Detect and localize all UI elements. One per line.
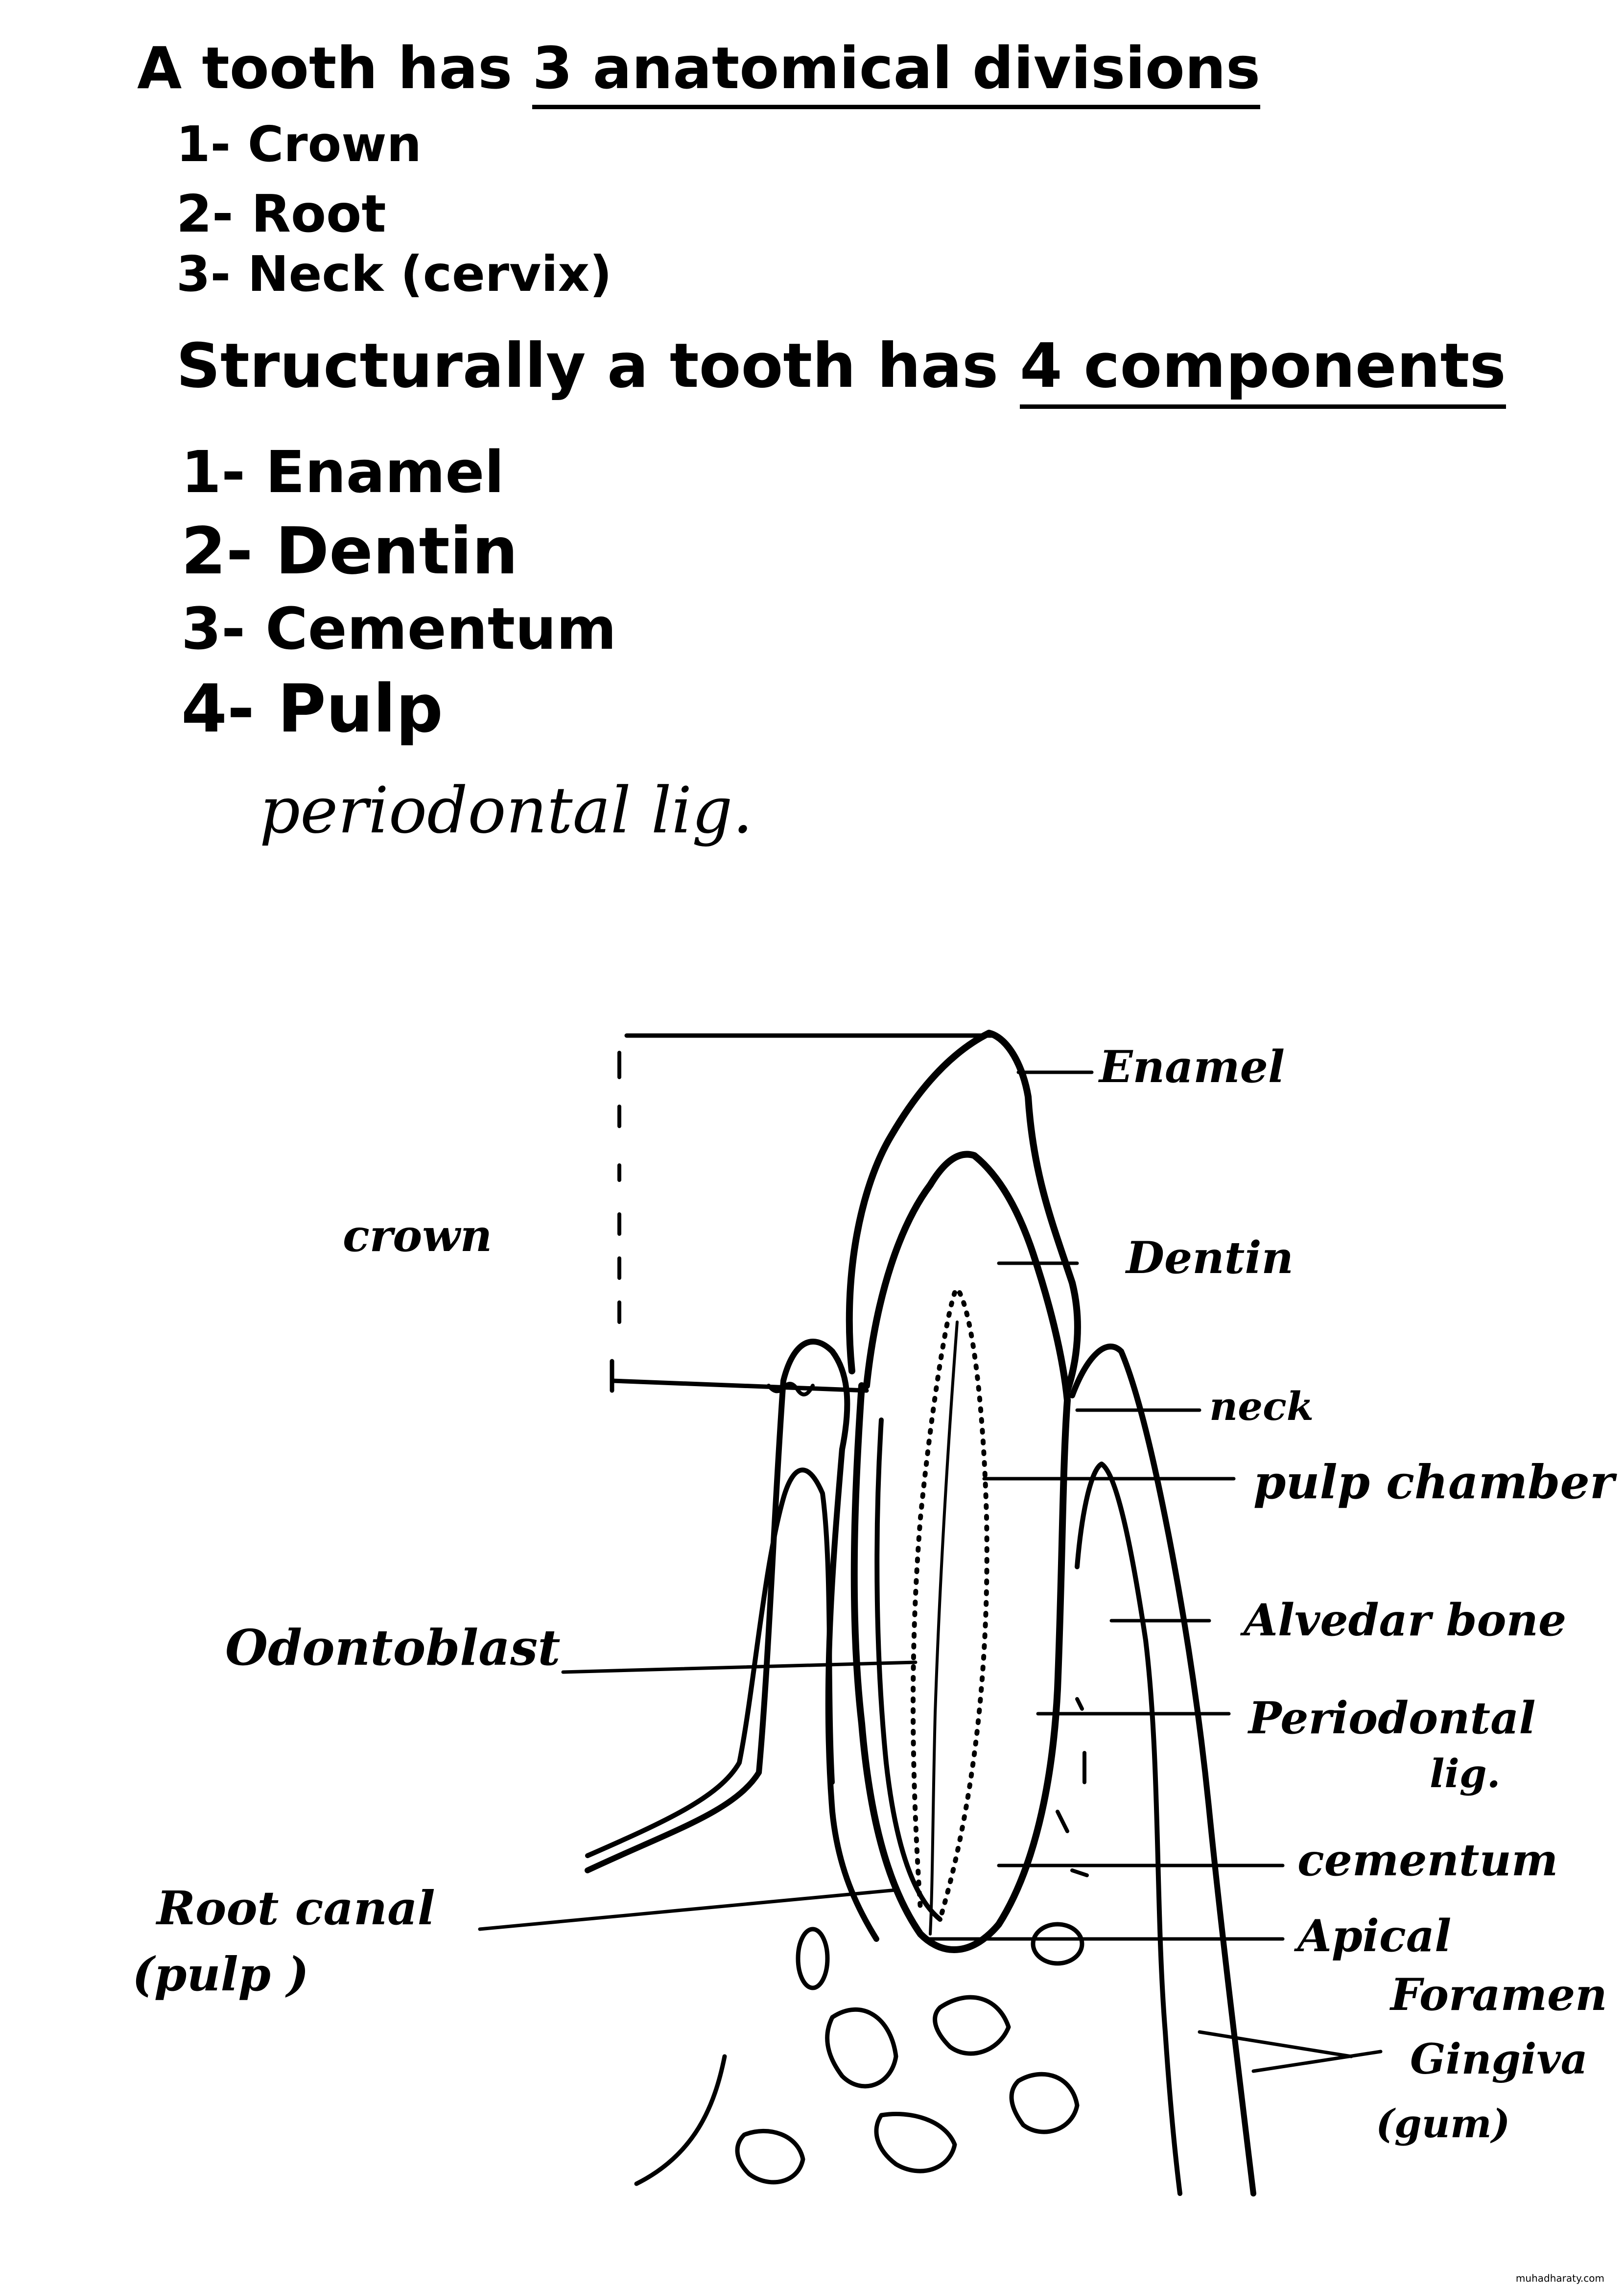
left-gingiva: [585, 1339, 879, 1942]
heading-prefix: A tooth has: [137, 34, 513, 102]
label-pulp-chamber: pulp chamber: [1253, 1455, 1617, 1510]
left-gum-edge: [767, 1382, 815, 1396]
label-odontoblast: Odontoblast: [225, 1619, 561, 1676]
label-crown: crown: [343, 1210, 492, 1262]
pulp-cavity: [911, 1290, 989, 1922]
label-apical-foramen-2: Foramen: [1389, 1969, 1607, 2021]
label-gingiva-2: (gum): [1376, 2101, 1510, 2147]
root-inner-outline: [874, 1417, 942, 1922]
label-neck: neck: [1209, 1383, 1314, 1429]
bone-trabeculae: [634, 1922, 1084, 2186]
component-item-cementum: 3- Cementum: [181, 595, 617, 662]
label-root-canal-2: (pulp ): [132, 1947, 309, 2002]
label-alveolar-bone: Alvedar bone: [1240, 1594, 1566, 1646]
right-alveolar-bone: [1075, 1462, 1182, 2196]
division-item-neck: 3- Neck (cervix): [176, 245, 612, 303]
heading-structural-components: Structurally a tooth has 4 components: [176, 331, 1506, 409]
root-outline: [850, 1382, 1071, 1953]
label-root-canal-1: Root canal: [155, 1881, 435, 1936]
pulp-cavity-inner: [929, 1321, 959, 1936]
label-gingiva-1: Gingiva: [1410, 2035, 1588, 2084]
component-item-enamel: 1- Enamel: [181, 438, 504, 506]
component-item-dentin: 2- Dentin: [181, 514, 518, 589]
label-periodontal-lig-2: lig.: [1430, 1750, 1501, 1796]
component-item-pulp: 4- Pulp: [181, 670, 443, 747]
leader-lines: [478, 1070, 1383, 2073]
division-item-root: 2- Root: [176, 184, 386, 244]
note-periodontal-lig: periodontal lig.: [259, 773, 753, 848]
division-item-crown: 1- Crown: [176, 116, 422, 173]
label-periodontal-lig-1: Periodontal: [1247, 1692, 1536, 1744]
dentin-outline: [863, 1151, 1071, 1404]
heading-anatomical-divisions: A tooth has 3 anatomical divisions: [137, 34, 1261, 109]
heading-emphasis: 3 anatomical divisions: [532, 34, 1261, 109]
periodontal-marks: [1056, 1697, 1089, 1877]
label-dentin: Dentin: [1125, 1232, 1294, 1284]
label-enamel: Enamel: [1098, 1041, 1285, 1093]
left-alveolar-bone: [585, 1467, 835, 1858]
label-apical-foramen-1: Apical: [1294, 1910, 1451, 1962]
enamel-outline: [846, 1030, 1081, 1394]
watermark: muhadharaty.com: [1515, 2272, 1604, 2284]
label-cementum: cementum: [1297, 1834, 1558, 1886]
heading-prefix: Structurally a tooth has: [176, 331, 999, 401]
right-gingiva: [1069, 1344, 1256, 2196]
crown-bracket: [610, 1033, 996, 1393]
heading-emphasis: 4 components: [1019, 331, 1506, 409]
